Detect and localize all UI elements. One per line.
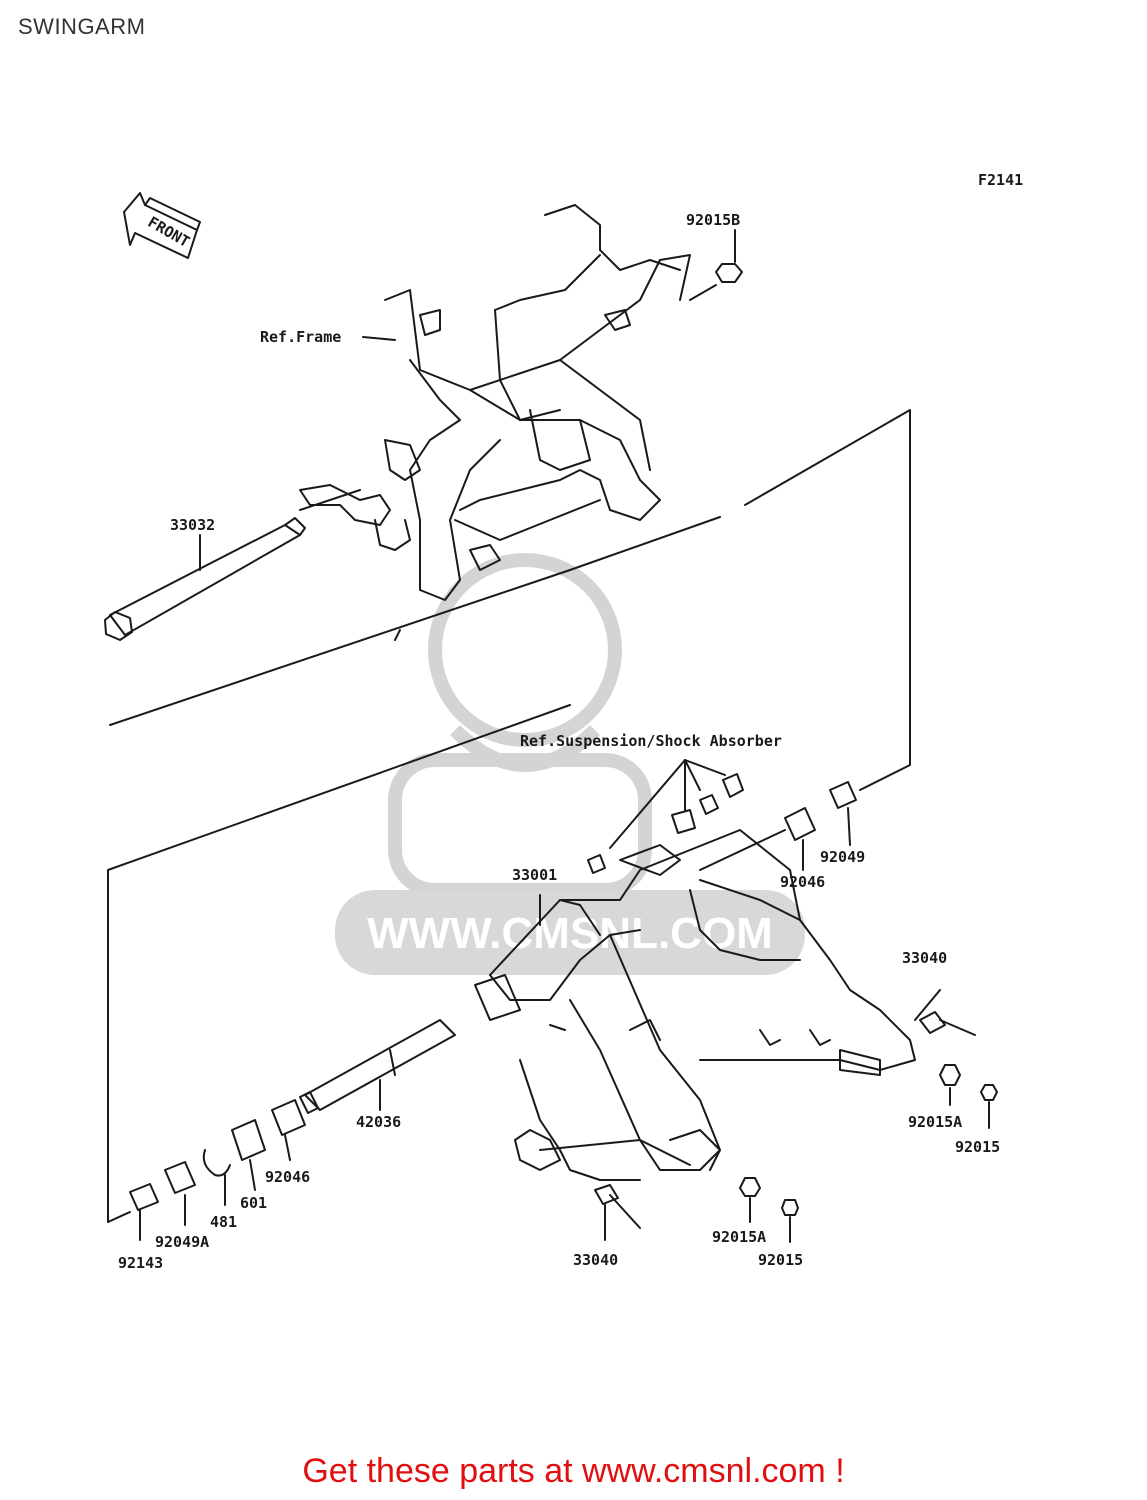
collar-drawing	[474, 974, 521, 1021]
watermark-text: WWW.CMSNL.COM	[367, 909, 773, 958]
figure-code: F2141	[978, 171, 1023, 189]
bearing-92046-bottom-drawing	[271, 1099, 306, 1136]
callout-92046-bottom: 92046	[265, 1168, 310, 1186]
callout-92015A-right: 92015A	[908, 1113, 962, 1131]
callout-33032: 33032	[170, 516, 215, 534]
bearing-92046-top-drawing	[784, 807, 816, 841]
callout-92015B: 92015B	[686, 211, 740, 229]
front-label: FRONT	[145, 213, 193, 251]
callout-33001: 33001	[512, 866, 557, 884]
callout-42036: 42036	[356, 1113, 401, 1131]
callout-92046-top: 92046	[780, 873, 825, 891]
callout-601: 601	[240, 1194, 267, 1212]
footer-link[interactable]: Get these parts at www.cmsnl.com !	[302, 1452, 845, 1490]
callout-33040-right: 33040	[902, 949, 947, 967]
callout-92049A: 92049A	[155, 1233, 209, 1251]
cap-92143-drawing	[129, 1183, 159, 1211]
front-arrow-icon	[123, 192, 201, 259]
circlip-481-drawing	[202, 1149, 231, 1177]
callout-ref-frame: Ref.Frame	[260, 328, 341, 346]
callout-92143: 92143	[118, 1254, 163, 1272]
swingarm-drawing	[489, 829, 916, 1181]
nut-92015b-drawing	[715, 263, 743, 283]
shaft-42036-drawing	[299, 1019, 456, 1114]
seal-92049-top-drawing	[829, 781, 857, 809]
axle-33032-drawing	[104, 517, 306, 641]
callout-92015-bottom: 92015	[758, 1251, 803, 1269]
callout-33040-bottom: 33040	[573, 1251, 618, 1269]
callout-481: 481	[210, 1213, 237, 1231]
page-title: SWINGARM	[18, 14, 146, 39]
callout-ref-suspension: Ref.Suspension/Shock Absorber	[520, 732, 782, 750]
callout-92049-top: 92049	[820, 848, 865, 866]
watermark-logo: WWW.CMSNL.COM	[335, 553, 805, 975]
seal-92049a-drawing	[164, 1161, 196, 1194]
callout-92015A-bottom: 92015A	[712, 1228, 766, 1246]
bearing-601-drawing	[231, 1119, 266, 1161]
callout-92015-right: 92015	[955, 1138, 1000, 1156]
frame-drawing	[299, 204, 691, 641]
